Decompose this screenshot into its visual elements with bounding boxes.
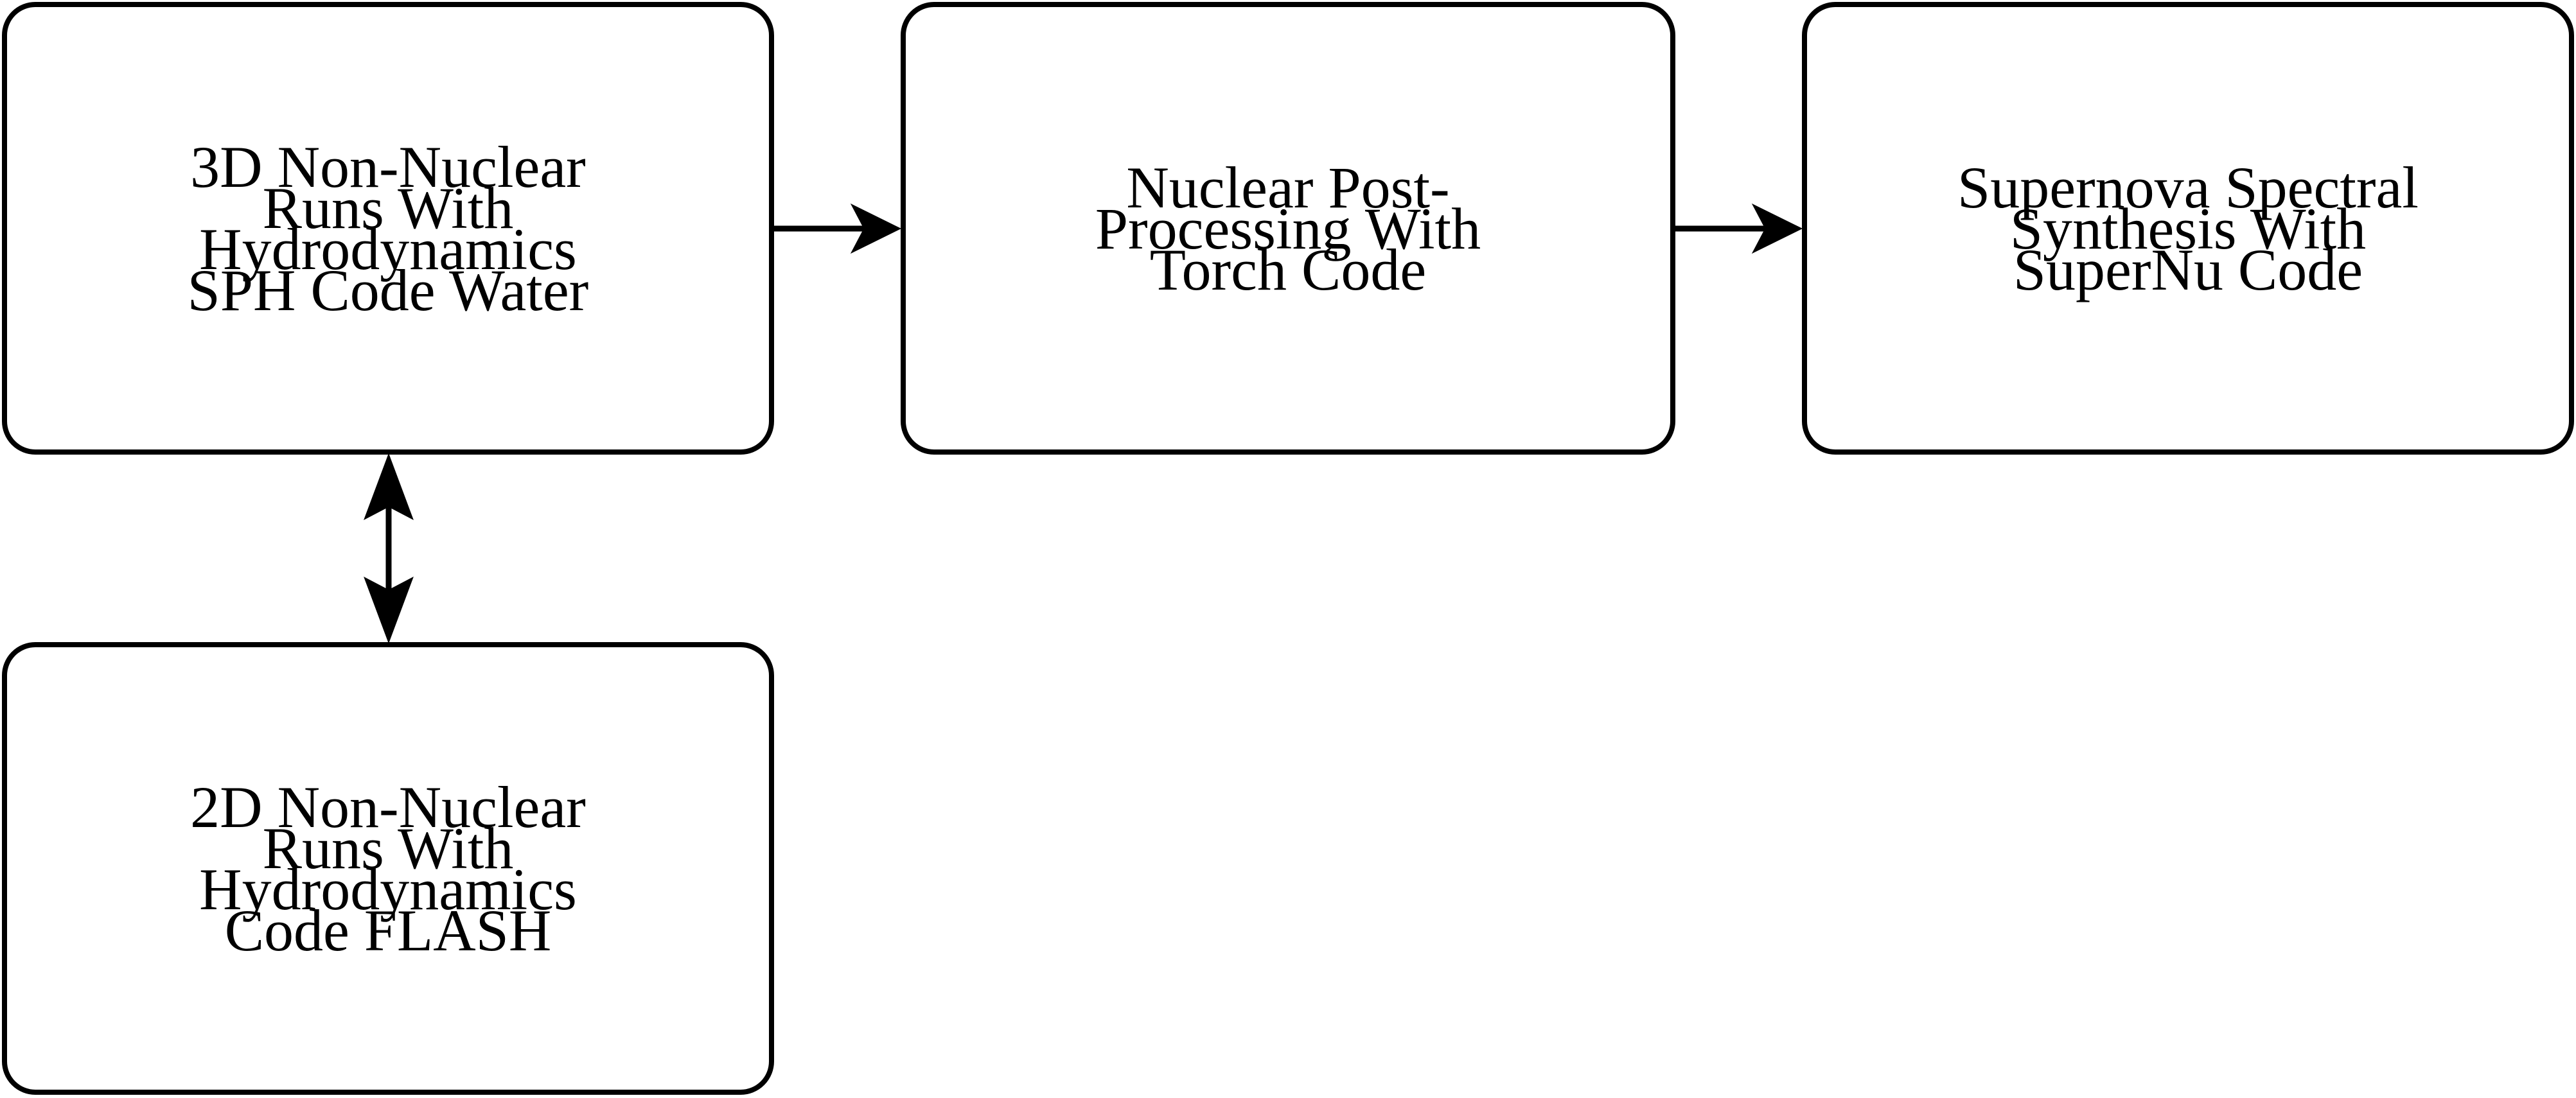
arrow-up-down-icon [364,453,414,644]
node-2d-non-nuclear-runs-label: 2D Non-Nuclear Runs With Hydrodynamics C… [190,774,586,963]
node-3d-non-nuclear-runs-label: 3D Non-Nuclear Runs With Hydrodynamics S… [187,134,589,323]
edge-post-processing-to-spectral-synthesis [1675,190,1804,267]
node-nuclear-post-processing-label: Nuclear Post- Processing With Torch Code [1095,154,1481,302]
arrow-right-icon [1675,203,1803,254]
node-2d-non-nuclear-runs[interactable]: 2D Non-Nuclear Runs With Hydrodynamics C… [2,642,774,1095]
node-nuclear-post-processing[interactable]: Nuclear Post- Processing With Torch Code [901,2,1675,455]
edge-3d-runs-to-2d-runs-bidirectional [350,453,427,644]
node-3d-non-nuclear-runs[interactable]: 3D Non-Nuclear Runs With Hydrodynamics S… [2,2,774,455]
edge-3d-runs-to-post-processing [774,190,903,267]
arrow-right-icon [774,203,902,254]
node-supernova-spectral-synthesis[interactable]: Supernova Spectral Synthesis With SuperN… [1802,2,2574,455]
node-supernova-spectral-synthesis-label: Supernova Spectral Synthesis With SuperN… [1957,154,2419,302]
